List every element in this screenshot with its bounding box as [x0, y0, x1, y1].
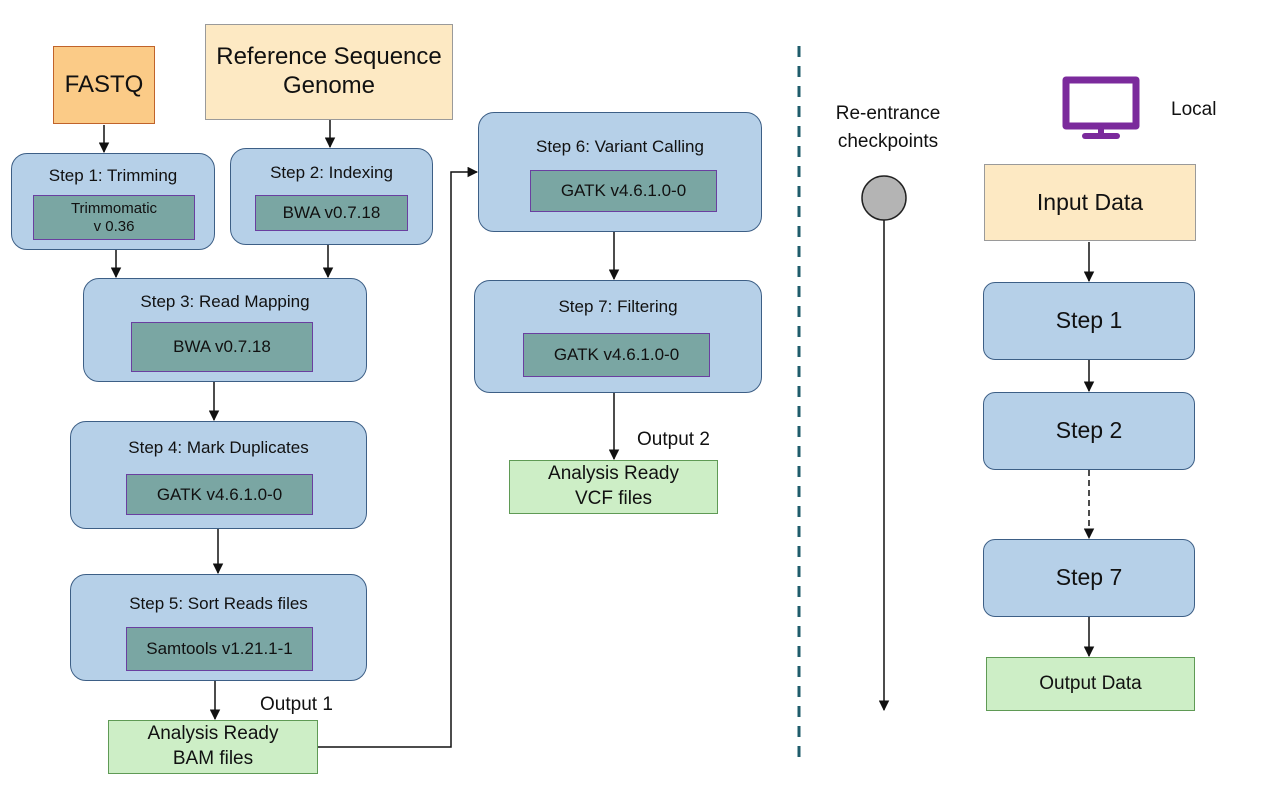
legend-step1-label: Step 1 [1055, 307, 1123, 334]
step6-tool: GATK v4.6.1.0-0 [530, 170, 717, 212]
step5-tool-name: Samtools v1.21.1-1 [146, 639, 293, 659]
output1-line-2: BAM files [172, 748, 254, 769]
checkpoint-marker [861, 175, 907, 221]
fastq-label: FASTQ [64, 70, 144, 98]
step1-tool: Trimmomatic v 0.36 [33, 195, 195, 240]
step3-box: Step 3: Read Mapping BWA v0.7.18 [83, 278, 367, 382]
reference-genome-box: Reference Sequence Genome [205, 24, 453, 120]
checkpoint-label-line-1: Re-entrance [835, 103, 941, 124]
output1-label: Output 1 [260, 694, 333, 715]
output1-line-1: Analysis Ready [147, 723, 279, 745]
step4-box: Step 4: Mark Duplicates GATK v4.6.1.0-0 [70, 421, 367, 529]
legend-step2-box: Step 2 [983, 392, 1195, 470]
step4-title: Step 4: Mark Duplicates [128, 438, 309, 457]
output2-line-1: Analysis Ready [548, 463, 679, 485]
step5-title: Step 5: Sort Reads files [129, 594, 308, 613]
legend-step7-box: Step 7 [983, 539, 1195, 617]
legend-step1-box: Step 1 [983, 282, 1195, 360]
step5-tool: Samtools v1.21.1-1 [126, 627, 313, 671]
legend-output-data-box: Output Data [986, 657, 1195, 711]
legend-step2-label: Step 2 [1055, 417, 1123, 444]
output2-line-2: VCF files [574, 488, 653, 509]
step4-tool: GATK v4.6.1.0-0 [126, 474, 313, 515]
step3-tool: BWA v0.7.18 [131, 322, 313, 372]
checkpoint-label: Re-entrance checkpoints [828, 100, 948, 155]
step1-title: Step 1: Trimming [48, 166, 178, 185]
step5-box: Step 5: Sort Reads files Samtools v1.21.… [70, 574, 367, 681]
legend-input-data-box: Input Data [984, 164, 1196, 241]
fastq-input-box: FASTQ [53, 46, 155, 124]
reference-line-2: Genome [282, 72, 376, 99]
step2-title: Step 2: Indexing [270, 163, 393, 182]
checkpoint-label-line-2: checkpoints [837, 130, 939, 152]
step1-tool-name: Trimmomatic [70, 200, 158, 218]
step1-box: Step 1: Trimming Trimmomatic v 0.36 [11, 153, 215, 250]
legend-step7-label: Step 7 [1055, 564, 1123, 591]
step1-tool-version: v 0.36 [93, 217, 135, 235]
step6-box: Step 6: Variant Calling GATK v4.6.1.0-0 [478, 112, 762, 232]
step7-title: Step 7: Filtering [558, 297, 678, 316]
legend-output-data-label: Output Data [1039, 672, 1142, 694]
step4-tool-name: GATK v4.6.1.0-0 [156, 484, 283, 504]
reference-line-1: Reference Sequence [216, 43, 442, 71]
output2-label: Output 2 [637, 429, 710, 450]
step3-tool-name: BWA v0.7.18 [173, 337, 271, 357]
step6-tool-name: GATK v4.6.1.0-0 [560, 181, 687, 201]
step2-box: Step 2: Indexing BWA v0.7.18 [230, 148, 433, 245]
step7-box: Step 7: Filtering GATK v4.6.1.0-0 [474, 280, 762, 393]
step6-title: Step 6: Variant Calling [536, 137, 704, 156]
step7-tool: GATK v4.6.1.0-0 [523, 333, 710, 377]
legend-input-data-label: Input Data [1036, 188, 1144, 215]
monitor-icon [1062, 76, 1140, 139]
output1-bam-box: Analysis Ready BAM files [108, 720, 318, 774]
step2-tool-name: BWA v0.7.18 [282, 203, 381, 223]
step7-tool-name: GATK v4.6.1.0-0 [553, 345, 680, 365]
local-label: Local [1171, 99, 1217, 120]
output2-vcf-box: Analysis Ready VCF files [509, 460, 718, 514]
step3-title: Step 3: Read Mapping [140, 292, 310, 311]
step2-tool: BWA v0.7.18 [255, 195, 408, 231]
